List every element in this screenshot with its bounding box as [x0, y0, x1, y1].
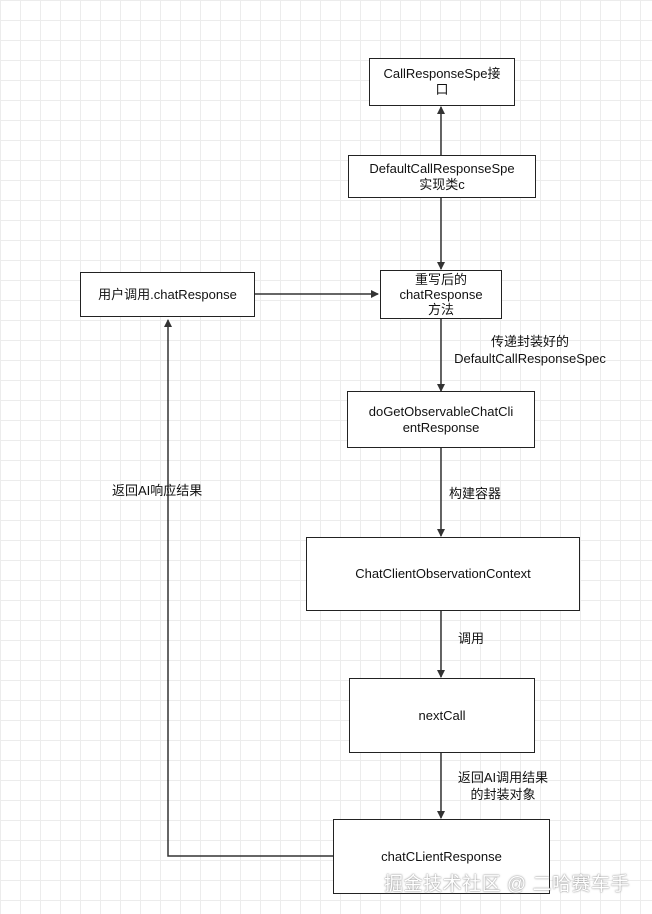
edge-label-pass-spec: 传递封装好的 DefaultCallResponseSpec — [454, 334, 606, 366]
watermark: 掘金技术社区 @ 二哈赛车手 — [384, 874, 630, 895]
edge-label-return-result: 返回AI响应结果 — [112, 483, 203, 498]
node-next-call: nextCall — [349, 678, 535, 753]
node-chat-client-response: chatCLientResponse — [333, 819, 550, 894]
node-do-get-observable-chat-client-response: doGetObservableChatCli entResponse — [347, 391, 535, 448]
node-call-response-spec-interface: CallResponseSpe接 口 — [369, 58, 515, 106]
node-user-call-chat-response: 用户调用.chatResponse — [80, 272, 255, 317]
edge-label-return-wrapped: 返回AI调用结果 的封装对象 — [457, 770, 549, 802]
edge-label-build-container: 构建容器 — [449, 486, 502, 501]
node-rewritten-chat-response: 重写后的 chatResponse 方法 — [380, 270, 502, 319]
node-default-call-response-spec: DefaultCallResponseSpe 实现类c — [348, 155, 536, 198]
edge-label-invoke: 调用 — [458, 631, 485, 646]
node-chat-client-observation-context: ChatClientObservationContext — [306, 537, 580, 611]
